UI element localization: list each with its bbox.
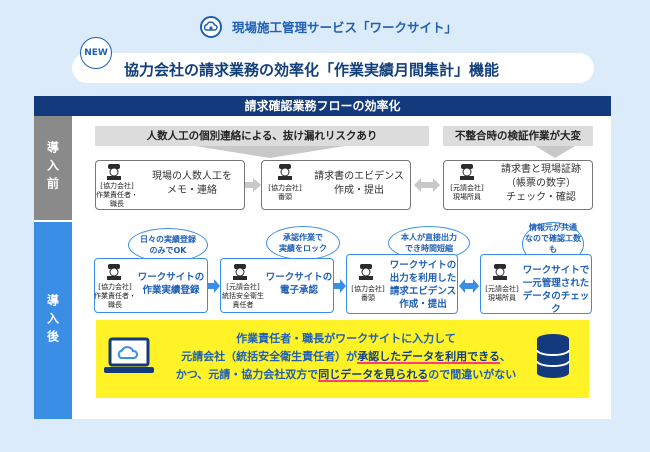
worker-icon [230,262,250,284]
summary-line-3: かつ、元請・協力会社双方で同じデータを見られるので間違いがない [175,368,517,381]
before-role-2: [協力会社]番頭 [268,184,302,201]
after-arrow-1 [208,279,220,293]
before-role-3: [元請会社]現場所員 [450,184,484,201]
after-role-2: [元請会社]統括安全衛生責任者 [222,283,264,309]
title-pill [72,53,594,83]
laptop-cloud-icon [104,337,154,381]
database-icon [535,333,571,383]
service-name: 現場施工管理サービス「ワークサイト」 [232,20,458,35]
before-label: 導入前 [45,141,60,195]
after-role-3: [協力会社]番頭 [351,285,385,302]
summary-line-1: 作業責任者・職長がワークサイトに入力して [236,332,456,345]
worker-icon [104,162,124,184]
worker-icon [356,262,376,284]
before-bar-arrows [195,146,575,158]
new-badge: NEW [80,37,112,69]
before-text-1: 現場の人数人工をメモ・連絡 [152,171,232,196]
worker-icon [457,162,477,184]
after-arrow-3 [459,279,479,293]
page-title: 協力会社の請求業務の効率化「作業実績月間集計」機能 [124,61,500,79]
before-arrow-2 [414,178,440,192]
after-text-3: ワークサイトの出力を利用した請求エビデンス作成・提出 [389,260,457,310]
after-text-1: ワークサイトの作業実績登録 [137,272,205,296]
after-role-1: [協力会社]作業責任者・職長 [94,283,136,309]
cloud-gear-icon [200,16,222,38]
after-label: 導入後 [45,293,60,348]
summary-line-2: 元請会社（統括安全衛生責任者）が承認したデータを利用できる、 [181,350,511,363]
after-text-4: ワークサイトで一元管理されたデータのチェック [522,265,590,315]
after-arrow-2 [334,279,346,293]
worker-icon [490,262,510,284]
before-section-label: 導入前 [34,116,72,220]
before-step-1 [95,160,245,210]
before-text-2: 請求書のエビデンス作成・提出 [314,171,404,196]
panel-heading: 請求確認業務フローの効率化 [34,96,611,116]
after-bubble-2: 承認作業で実績をロック [266,226,340,260]
before-role-1: [協力会社]作業責任者・職長 [96,182,138,208]
after-text-2: ワークサイトの電子承認 [265,272,333,296]
worker-icon [275,162,295,184]
worker-icon [104,262,124,284]
after-bubble-1: 日々の実績登録のみでOK [128,228,208,262]
before-text-3: 請求書と現場証跡（帳票の数字）チェック・確認 [501,164,581,203]
before-verify-bar: 不整合時の検証作業が大変 [443,126,593,146]
before-risk-bar: 人数人工の個別連絡による、抜け漏れリスクあり [95,126,429,146]
summary-box [96,320,589,398]
after-section-label: 導入後 [34,222,72,419]
after-role-4: [元請会社]現場所員 [485,285,519,302]
before-arrow-1 [245,178,261,192]
